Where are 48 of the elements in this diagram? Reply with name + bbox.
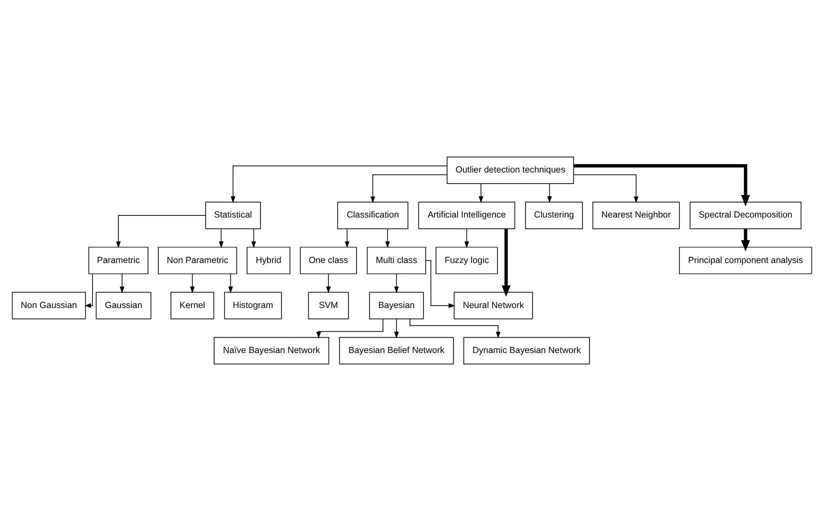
node-box: Gaussian xyxy=(96,292,152,320)
arrow xyxy=(574,174,638,204)
node-box: Clustering xyxy=(525,202,583,230)
node-box: Outlier detection techniques xyxy=(446,156,574,184)
arrow xyxy=(425,260,456,308)
arrow xyxy=(370,174,448,204)
arrow xyxy=(251,228,256,248)
arrow xyxy=(344,228,350,248)
node-box: Parametric xyxy=(88,246,148,274)
node-box: Hybrid xyxy=(246,246,290,274)
arrow xyxy=(385,228,390,248)
node-box: One class xyxy=(300,246,357,274)
node-box: Spectral Decomposition xyxy=(690,202,802,230)
arrow xyxy=(326,274,331,294)
node-box: Statistical xyxy=(205,202,261,230)
arrow xyxy=(228,274,233,294)
arrow xyxy=(464,228,470,248)
arrow xyxy=(574,164,750,206)
node-box: Naïve Bayesian Network xyxy=(214,337,330,364)
node-box: SVM xyxy=(308,292,349,320)
node-box: Multi class xyxy=(366,246,426,274)
arrow xyxy=(741,228,750,252)
arrow xyxy=(394,274,399,294)
node-box: Nearest Neighbor xyxy=(592,202,680,230)
arrow xyxy=(316,318,384,338)
arrow xyxy=(547,183,552,203)
node-box: Kernel xyxy=(170,292,214,320)
arrow xyxy=(116,215,206,248)
arrow xyxy=(230,165,448,203)
node-box: Artificial Intelligence xyxy=(418,202,516,230)
node-box: Principal component analysis xyxy=(679,246,812,274)
node-box: Classification xyxy=(337,202,408,230)
node-box: Bayesian xyxy=(369,292,424,320)
arrow xyxy=(394,318,399,338)
arrow xyxy=(410,318,500,338)
arrow xyxy=(502,228,511,297)
node-box: Non Gaussian xyxy=(12,292,86,320)
node-box: Fuzzy logic xyxy=(436,246,498,274)
arrow xyxy=(120,274,124,294)
arrow xyxy=(218,228,224,248)
node-box: Neural Network xyxy=(454,292,533,320)
arrow xyxy=(190,274,195,294)
node-box: Histogram xyxy=(224,292,282,320)
node-box: Dynamic Bayesian Network xyxy=(463,337,590,364)
node-box: Non Parametric xyxy=(158,246,238,274)
arrow xyxy=(478,183,484,203)
arrow xyxy=(84,274,93,308)
node-box: Bayesian Belief Network xyxy=(339,337,454,364)
